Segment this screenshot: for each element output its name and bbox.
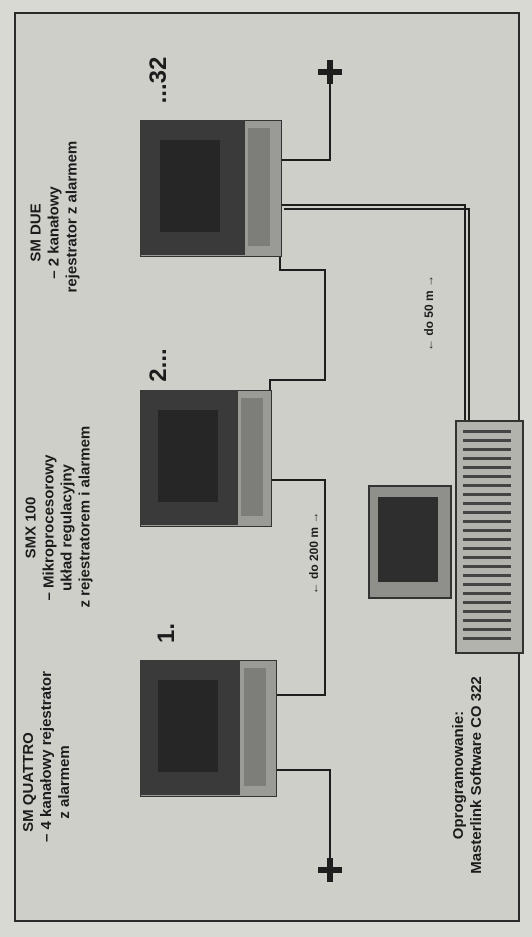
device-number-2: 2...: [145, 348, 172, 382]
distance-to-computer: ← do 50 m →: [422, 275, 436, 352]
device-number-1: 1.: [153, 623, 180, 644]
device-sm-due: [140, 120, 282, 257]
computer-monitor: [368, 485, 452, 599]
label-sm-quattro: SM QUATTRO – 4 kanałowy rejestrator z al…: [20, 671, 73, 842]
device-number-32: ...32: [145, 56, 172, 104]
software-label: Oprogramowanie: Masterlink Software CO 3…: [450, 676, 485, 874]
label-sm-due: SM DUE – 2 kanałowy rejestrator z alarme…: [27, 140, 81, 293]
device-smx-100: [140, 390, 272, 527]
device-sm-quattro: [140, 660, 277, 797]
computer-keyboard: [455, 420, 524, 654]
link-to-computer: [280, 204, 466, 450]
label-smx-100: SMX 100 – Mikroprocesorowy układ regulac…: [22, 425, 94, 608]
distance-between-devices: ← do 200 m →: [307, 511, 321, 595]
